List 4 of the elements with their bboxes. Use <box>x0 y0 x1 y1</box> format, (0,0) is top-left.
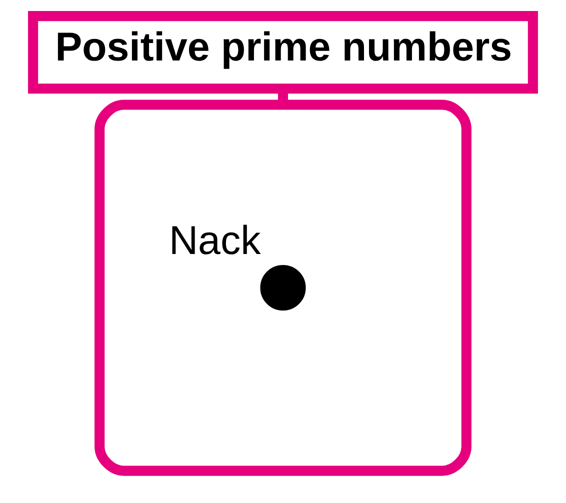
cluster <box>94 100 472 476</box>
node-box: Positive prime numbers <box>28 11 538 94</box>
node-circle <box>260 265 306 311</box>
node-label: Nack <box>168 218 261 263</box>
